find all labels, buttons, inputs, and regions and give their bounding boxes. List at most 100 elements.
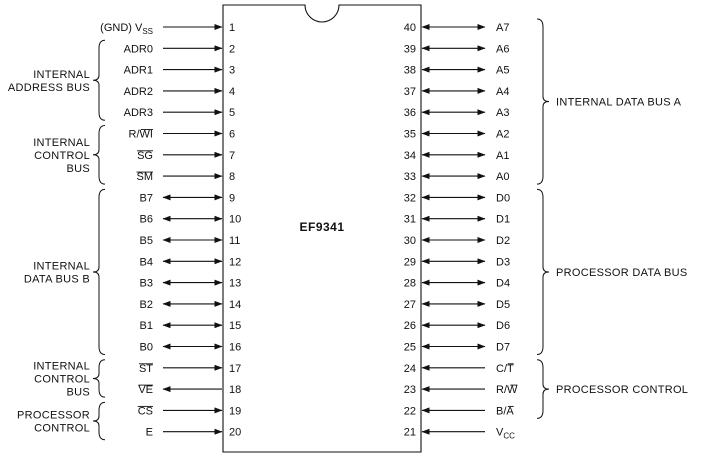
pin-number-39: 39 xyxy=(404,43,416,55)
pin-number-25: 25 xyxy=(404,342,416,354)
pin-label-4: ADR2 xyxy=(124,86,153,98)
left-group-label: CONTROL xyxy=(34,150,90,162)
left-group-label: CONTROL xyxy=(34,423,90,435)
pin-number-5: 5 xyxy=(229,107,235,119)
left-group-brace-3 xyxy=(92,359,106,398)
left-group-label: CONTROL xyxy=(34,373,90,385)
pin-label-13: B3 xyxy=(140,278,153,290)
left-group-label: BUS xyxy=(66,163,90,175)
pin-label-10: B6 xyxy=(140,214,153,226)
pin-label-33: A0 xyxy=(496,171,509,183)
pin-label-14: B2 xyxy=(140,299,153,311)
pin-label-18: VE xyxy=(138,384,153,396)
pin-number-1: 1 xyxy=(229,22,235,34)
pin-number-18: 18 xyxy=(229,384,241,396)
pin-number-26: 26 xyxy=(404,320,416,332)
pin-label-36: A3 xyxy=(496,107,509,119)
pin-label-7: SG xyxy=(137,150,153,162)
pin-number-24: 24 xyxy=(404,363,416,375)
pin-number-7: 7 xyxy=(229,150,235,162)
pin-label-11: B5 xyxy=(140,235,153,247)
pin-number-15: 15 xyxy=(229,320,241,332)
left-group-brace-1 xyxy=(92,125,106,185)
pin-number-13: 13 xyxy=(229,278,241,290)
pin-number-33: 33 xyxy=(404,171,416,183)
pin-number-40: 40 xyxy=(404,22,416,34)
pin-number-38: 38 xyxy=(404,65,416,77)
pin-number-30: 30 xyxy=(404,235,416,247)
pin-label-20: E xyxy=(146,427,153,439)
right-group-label: PROCESSOR DATA BUS xyxy=(556,267,688,279)
right-group-label: PROCESSOR CONTROL xyxy=(556,384,688,396)
pin-label-16: B0 xyxy=(140,342,153,354)
chip-body xyxy=(222,4,422,453)
left-group-label: BUS xyxy=(66,386,90,398)
right-group-brace-1 xyxy=(536,188,550,355)
left-group-label: INTERNAL xyxy=(33,137,90,149)
pin-number-12: 12 xyxy=(229,256,241,268)
pin-number-36: 36 xyxy=(404,107,416,119)
left-group-label: ADDRESS BUS xyxy=(8,82,90,94)
pin-label-15: B1 xyxy=(140,320,153,332)
pin-label-38: A5 xyxy=(496,65,509,77)
pin-number-8: 8 xyxy=(229,171,235,183)
left-group-label: PROCESSOR xyxy=(17,410,90,422)
left-group-label: INTERNAL xyxy=(33,69,90,81)
pin-label-6: R/WI xyxy=(129,129,153,141)
chip-title: EF9341 xyxy=(299,220,344,234)
pin-number-14: 14 xyxy=(229,299,241,311)
left-group-label: INTERNAL xyxy=(33,260,90,272)
pin-label-1: (GND) VSS xyxy=(100,22,153,36)
pin-number-6: 6 xyxy=(229,129,235,141)
pin-number-35: 35 xyxy=(404,129,416,141)
pin-label-24: C/T xyxy=(496,363,514,375)
pin-number-22: 22 xyxy=(404,405,416,417)
pin-label-27: D5 xyxy=(496,299,510,311)
pin-label-12: B4 xyxy=(140,256,153,268)
pin-number-2: 2 xyxy=(229,43,235,55)
pin-label-21: VCC xyxy=(496,427,515,441)
pin-number-9: 9 xyxy=(229,192,235,204)
pin-label-26: D6 xyxy=(496,320,510,332)
pin-label-29: D3 xyxy=(496,256,510,268)
pin-label-37: A4 xyxy=(496,86,509,98)
pin-label-34: A1 xyxy=(496,150,509,162)
pin-number-17: 17 xyxy=(229,363,241,375)
right-group-brace-2 xyxy=(536,359,550,419)
pin-label-32: D0 xyxy=(496,192,510,204)
pin-label-19: CS xyxy=(138,405,153,417)
pin-number-34: 34 xyxy=(404,150,416,162)
right-group-brace-0 xyxy=(536,18,550,185)
left-group-label: DATA BUS B xyxy=(24,273,90,285)
pin-number-19: 19 xyxy=(229,405,241,417)
pin-number-3: 3 xyxy=(229,65,235,77)
pin-number-21: 21 xyxy=(404,427,416,439)
pin-label-31: D1 xyxy=(496,214,510,226)
pin-label-30: D2 xyxy=(496,235,510,247)
pin-number-16: 16 xyxy=(229,342,241,354)
pin-number-4: 4 xyxy=(229,86,235,98)
pin-label-35: A2 xyxy=(496,129,509,141)
pin-label-17: ST xyxy=(139,363,153,375)
pin-label-3: ADR1 xyxy=(124,65,153,77)
pin-number-27: 27 xyxy=(404,299,416,311)
pin-number-32: 32 xyxy=(404,192,416,204)
pin-label-9: B7 xyxy=(140,192,153,204)
pin-number-37: 37 xyxy=(404,86,416,98)
pin-label-8: SM xyxy=(137,171,154,183)
pin-number-11: 11 xyxy=(229,235,240,247)
pin-number-31: 31 xyxy=(404,214,416,226)
pin-label-39: A6 xyxy=(496,43,509,55)
pin-number-29: 29 xyxy=(404,256,416,268)
pin-number-20: 20 xyxy=(229,427,241,439)
left-group-brace-0 xyxy=(92,39,106,121)
left-group-brace-4 xyxy=(92,401,106,441)
pin-label-5: ADR3 xyxy=(124,107,153,119)
right-group-label: INTERNAL DATA BUS A xyxy=(556,97,682,109)
left-group-brace-2 xyxy=(92,188,106,355)
pin-number-10: 10 xyxy=(229,214,241,226)
pin-label-28: D4 xyxy=(496,278,510,290)
pin-label-23: R/W xyxy=(496,384,518,396)
left-group-label: INTERNAL xyxy=(33,360,90,372)
